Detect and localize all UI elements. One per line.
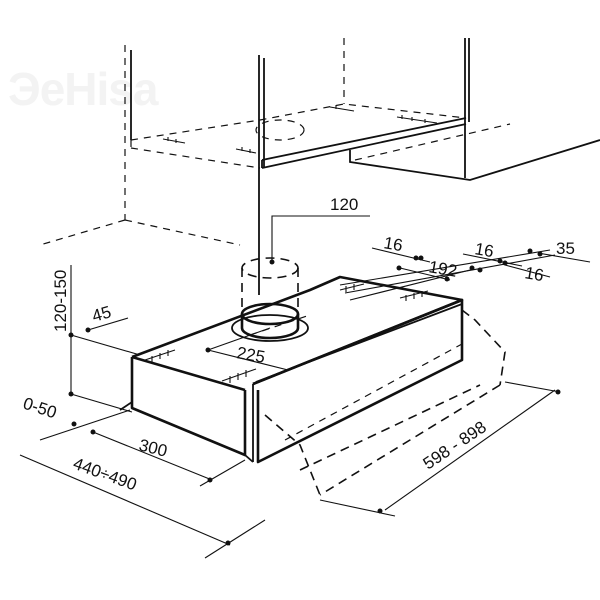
label-fix-16-a: 16 [382,233,404,255]
label-duct-offset: 225 [235,343,266,367]
hood-body [119,275,506,496]
label-fix-35: 35 [556,239,575,258]
label-duct-diameter: 120 [330,195,358,214]
label-total-depth: 440÷490 [71,454,140,494]
label-front-height: 120-150 [51,270,70,332]
label-gap-under-cabinet: 0-50 [21,394,59,423]
label-hood-depth: 300 [137,435,169,460]
wall-cabinet [39,38,600,295]
dimension-lines [19,247,591,559]
label-fix-192: 192 [427,257,458,281]
label-fix-16-c: 16 [523,263,545,285]
label-width-range: 598 - 898 [420,417,490,473]
label-front-depth: 45 [90,302,113,325]
duct-outlet [231,215,370,342]
label-fix-16-b: 16 [473,239,495,261]
